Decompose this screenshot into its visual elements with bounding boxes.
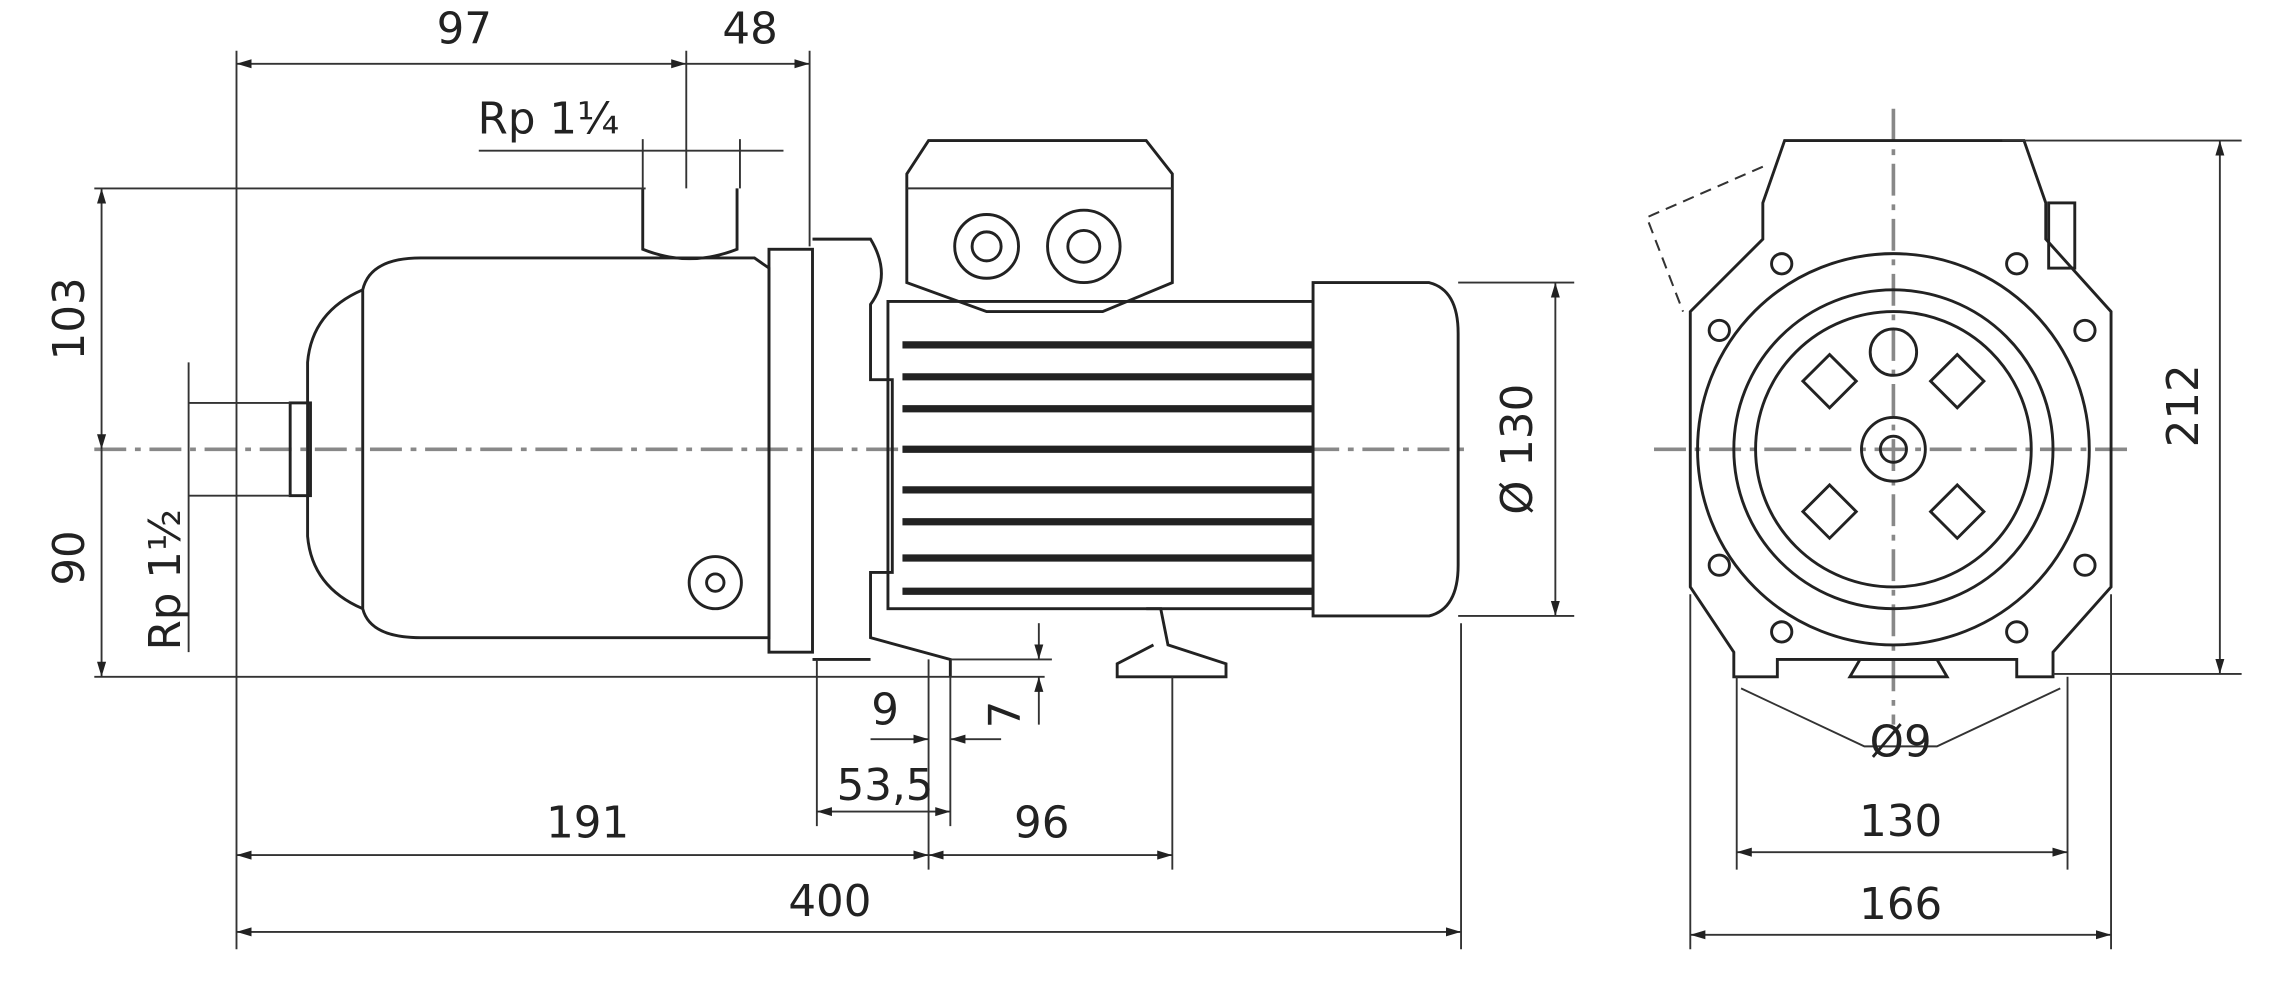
dim-53-5: 53,5 <box>837 761 934 811</box>
dim-motor-diameter: Ø 130 <box>1493 384 1543 515</box>
dim-166: 166 <box>1859 880 1942 930</box>
side-view <box>288 139 1460 679</box>
dim-hole-diameter: Ø9 <box>1870 718 1932 768</box>
inlet-thread-label: Rp 1½ <box>141 509 191 650</box>
dim-96: 96 <box>1014 799 1069 849</box>
dim-9: 9 <box>871 686 899 736</box>
outlet-thread-label: Rp 1¼ <box>478 94 620 144</box>
end-view <box>1645 139 2113 679</box>
dimension-lines <box>94 50 2242 950</box>
dim-130: 130 <box>1859 797 1942 847</box>
dim-400: 400 <box>788 877 871 927</box>
dim-90: 90 <box>45 530 95 585</box>
dim-48: 48 <box>722 5 777 55</box>
dim-103: 103 <box>45 277 95 360</box>
dim-212: 212 <box>2159 364 2209 447</box>
dim-7: 7 <box>981 701 1031 729</box>
dim-191: 191 <box>546 799 629 849</box>
dim-97: 97 <box>437 5 492 55</box>
